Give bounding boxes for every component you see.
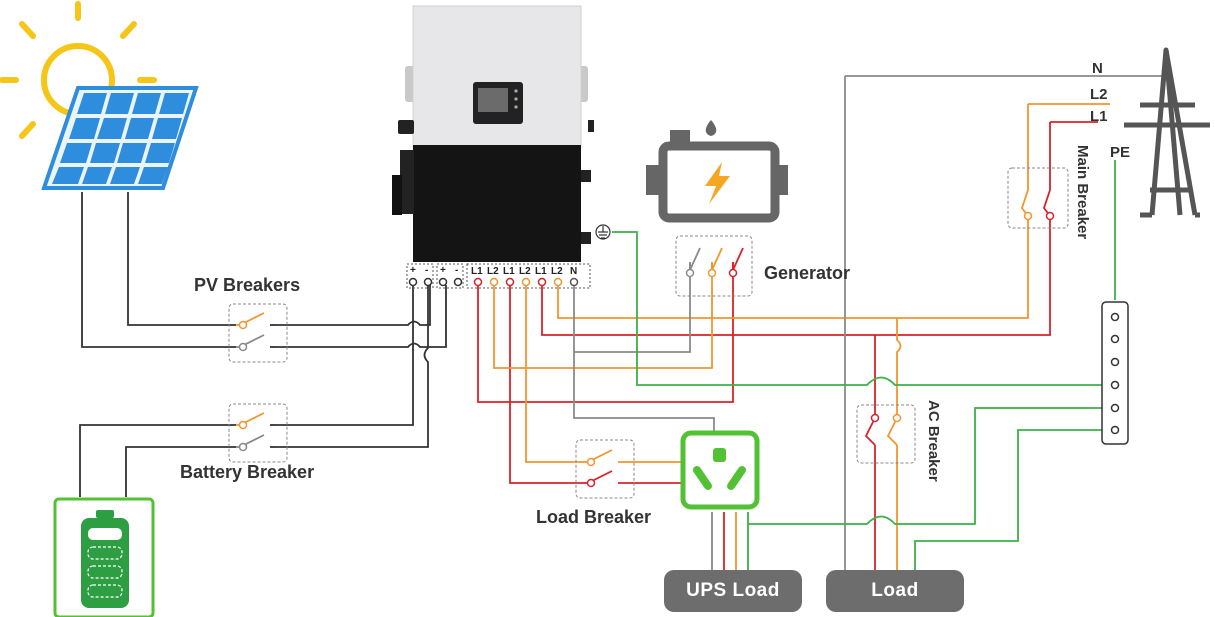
pv-minus-terminal-label: - bbox=[425, 265, 429, 276]
ac-breaker-label: AC Breaker bbox=[925, 400, 942, 482]
busbar-icon bbox=[1101, 301, 1129, 445]
battery-minus-terminal-label: - bbox=[455, 265, 459, 276]
load-box: Load bbox=[826, 570, 964, 612]
utility-tower-icon bbox=[1124, 47, 1210, 218]
ground-wiring bbox=[612, 160, 1116, 570]
neutral-wiring bbox=[573, 75, 1165, 570]
pv-plus-terminal-label: + bbox=[410, 265, 416, 276]
pv-breakers-label: PV Breakers bbox=[194, 275, 301, 295]
generator-label: Generator bbox=[764, 263, 851, 283]
l1-wiring bbox=[477, 121, 1098, 570]
main-breaker-label: Main Breaker bbox=[1074, 145, 1091, 240]
dc-wiring bbox=[79, 192, 447, 497]
grid-l1-label: L1 bbox=[1090, 108, 1108, 125]
pv-breaker-box bbox=[228, 303, 288, 363]
load-breaker-box bbox=[575, 439, 635, 499]
grid-n-label: N bbox=[1092, 60, 1103, 77]
load-breaker-label: Load Breaker bbox=[536, 507, 652, 527]
ups-load-box: UPS Load bbox=[664, 570, 802, 612]
ac-terminal-label: L2 bbox=[519, 266, 531, 277]
battery-breaker-box bbox=[228, 403, 288, 463]
outlet-icon bbox=[680, 430, 760, 510]
grid-l2-label: L2 bbox=[1090, 86, 1108, 103]
ac-terminal-label: L1 bbox=[535, 266, 547, 277]
main-breaker-box bbox=[1007, 167, 1069, 229]
ground-symbol-icon bbox=[595, 224, 611, 240]
ac-terminal-label: L1 bbox=[471, 266, 483, 277]
battery-breaker-label: Battery Breaker bbox=[180, 462, 315, 482]
ac-breaker-box bbox=[856, 404, 916, 464]
ac-terminal-label: L2 bbox=[487, 266, 499, 277]
generator-breaker-box bbox=[675, 235, 753, 297]
grid-pe-label: PE bbox=[1110, 144, 1131, 161]
ac-terminal-label: L1 bbox=[503, 266, 515, 277]
l2-wiring bbox=[493, 103, 1110, 570]
terminal-blocks bbox=[406, 263, 591, 289]
battery-icon bbox=[53, 497, 155, 617]
battery-plus-terminal-label: + bbox=[440, 265, 446, 276]
inverter-icon bbox=[392, 5, 594, 262]
generator-icon bbox=[646, 120, 788, 223]
ac-terminal-label: L2 bbox=[551, 266, 563, 277]
ac-terminal-label: N bbox=[570, 266, 578, 277]
solar-panel-icon bbox=[41, 86, 199, 190]
